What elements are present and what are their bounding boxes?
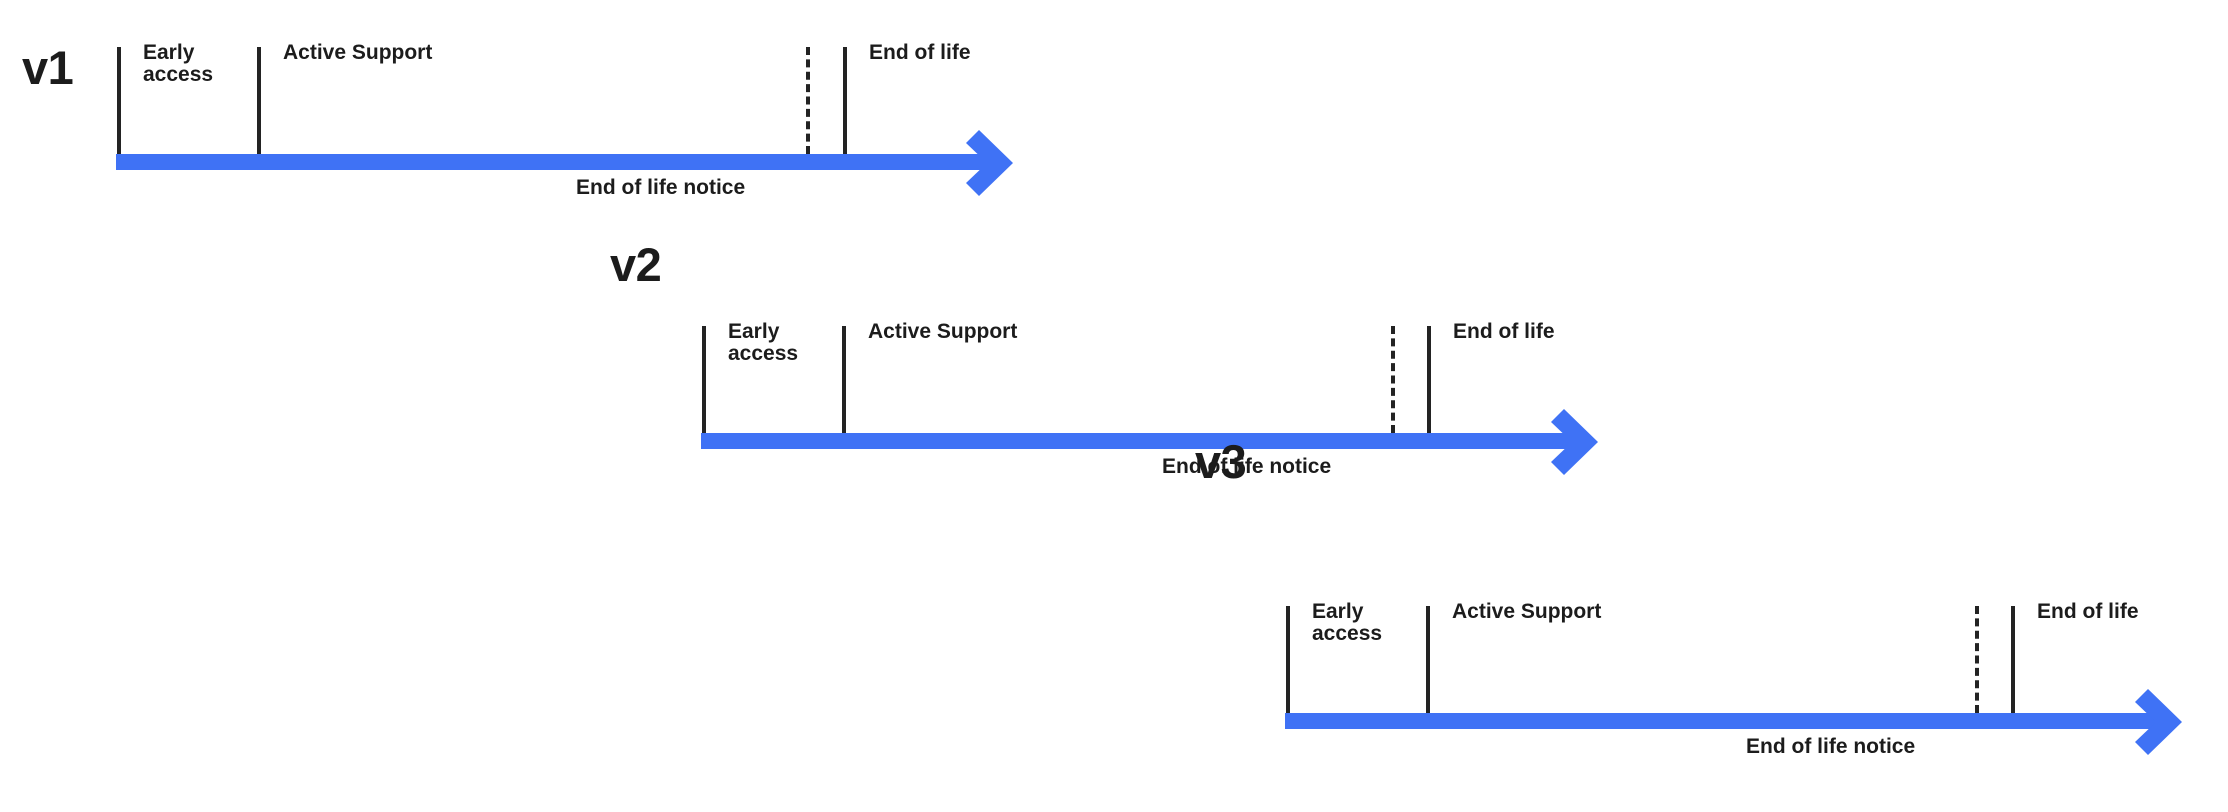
phase-label-0-v1: Early access [143,41,214,87]
version-label-v3: v3 [1195,435,1247,488]
divider-active-support-start-v1 [257,47,261,154]
end-of-life-notice-marker-v1 [806,47,810,154]
support-timeline-track-v1 [116,154,996,170]
divider-active-support-start-v3 [1426,606,1430,713]
timeline-arrow-head-v3 [2135,689,2199,760]
end-of-life-notice-marker-v2 [1391,326,1395,433]
phase-label-2-v3: End of life [2037,600,2139,623]
divider-end-of-life-start-v3 [2011,606,2015,713]
support-timeline-track-v3 [1285,713,2165,729]
divider-active-support-start-v2 [842,326,846,433]
timeline-arrow-head-v1 [966,130,1030,201]
version-label-v1: v1 [22,41,74,94]
end-of-life-notice-caption-v3: End of life notice [1746,735,1916,758]
phase-label-1-v3: Active Support [1452,600,1602,623]
divider-early-access-start-v1 [117,47,121,154]
end-of-life-notice-caption-v2: End of life notice [1162,455,1332,478]
support-timeline-track-v2 [701,433,1581,449]
version-label-v2: v2 [610,238,662,291]
phase-label-0-v2: Early access [728,320,799,366]
end-of-life-notice-caption-v1: End of life notice [576,176,746,199]
divider-end-of-life-start-v1 [843,47,847,154]
phase-label-1-v2: Active Support [868,320,1018,343]
phase-label-1-v1: Active Support [283,41,433,64]
divider-early-access-start-v2 [702,326,706,433]
phase-label-2-v1: End of life [869,41,971,64]
end-of-life-notice-marker-v3 [1975,606,1979,713]
phase-label-2-v2: End of life [1453,320,1555,343]
divider-early-access-start-v3 [1286,606,1290,713]
phase-label-0-v3: Early access [1312,600,1383,646]
divider-end-of-life-start-v2 [1427,326,1431,433]
timeline-arrow-head-v2 [1551,409,1615,480]
